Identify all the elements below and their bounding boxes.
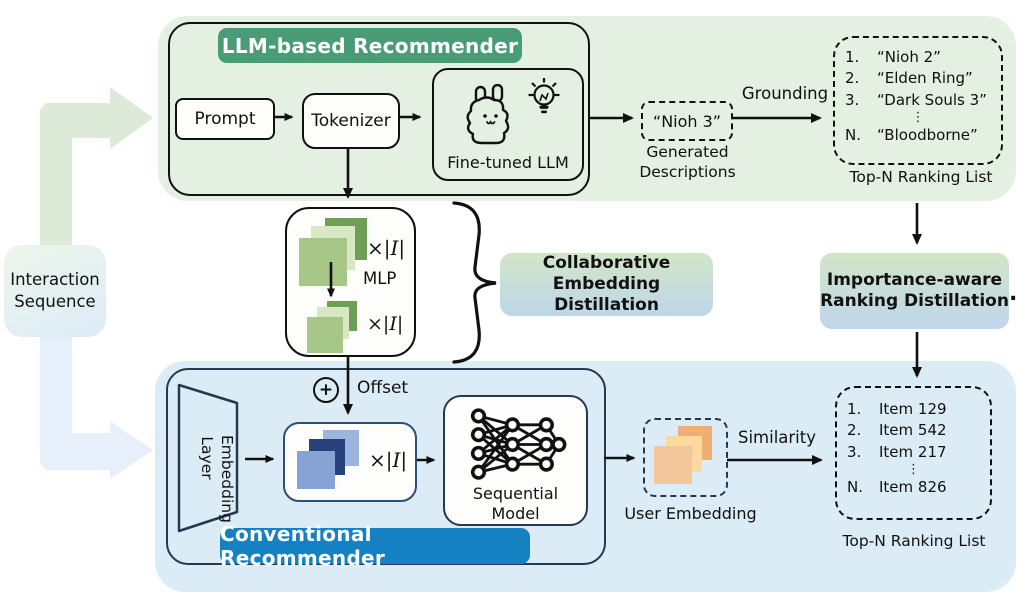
item-embedding-stack: [297, 430, 363, 494]
conventional-ranking-list-label: Top-N Ranking List: [842, 532, 986, 550]
lightbulb-icon: [528, 78, 560, 114]
rank-number: 3.: [847, 442, 862, 461]
grounding-label: Grounding: [741, 84, 829, 103]
prompt-box: Prompt: [175, 98, 275, 140]
rank-title: “Nioh 2”: [877, 48, 941, 66]
list-item: 2. Item 542: [847, 420, 980, 441]
conventional-recommender-title: Conventional Recommender: [220, 522, 530, 570]
distilled-embedding-stack: [307, 301, 363, 357]
llm-embedding-stack: [299, 218, 371, 290]
embedding-layer-label: Embedding Layer: [197, 435, 236, 523]
plus-circle-icon: +: [313, 377, 339, 403]
llama-icon: [466, 84, 510, 145]
importance-aware-ranking-distillation-label: Importance-aware Ranking Distillation: [820, 253, 1009, 329]
rank-title: Item 826: [879, 478, 947, 497]
finetuned-llm-box: Fine-tuned LLM: [432, 68, 584, 181]
similarity-label: Similarity: [737, 428, 816, 447]
tokenizer-box: Tokenizer: [302, 93, 400, 149]
offset-label: Offset: [357, 378, 409, 398]
conventional-pipeline-box: [166, 368, 606, 565]
generated-description-box: “Nioh 3”: [641, 101, 733, 141]
rank-title: Item 129: [879, 400, 947, 418]
sequential-model-label: Sequential Model: [472, 484, 559, 523]
stray-period: .: [1009, 281, 1018, 306]
interaction-sequence-box: Interaction Sequence: [4, 245, 106, 337]
item-count-multiplier: ×|I|: [369, 448, 408, 472]
ellipsis: ⋮: [907, 461, 920, 477]
neural-network-icon: [470, 408, 566, 480]
user-embedding-label: User Embedding: [624, 504, 757, 523]
distilled-embeddings-box: ×|I| MLP ×|I|: [285, 207, 416, 357]
ellipsis: ⋮: [911, 109, 925, 125]
conventional-ranking-list: 1. Item 129 2. Item 542 3. Item 217 ⋮ N.…: [835, 386, 992, 520]
interaction-to-llm-arrow: [40, 87, 153, 246]
rank-title: “Bloodborne”: [877, 126, 978, 145]
user-embedding-stack: [654, 426, 718, 488]
rank-title: “Elden Ring”: [877, 69, 973, 88]
user-embedding-box: [643, 418, 728, 497]
list-item: 1. “Nioh 2”: [845, 47, 991, 68]
rank-number: 1.: [845, 48, 860, 66]
finetuned-llm-label: Fine-tuned LLM: [447, 153, 569, 172]
rank-number: N.: [847, 478, 863, 497]
list-item: N. “Bloodborne”: [845, 125, 991, 146]
list-item: N. Item 826: [847, 477, 980, 498]
rank-number: 3.: [845, 90, 860, 109]
rank-number: N.: [845, 126, 861, 145]
rank-number: 2.: [845, 69, 860, 88]
list-item: 1. Item 129: [847, 399, 980, 420]
item-count-multiplier: ×|I|: [367, 236, 406, 260]
collaborative-embedding-distillation-label: Collaborative Embedding Distillation: [500, 253, 713, 316]
llm-recommender-title: LLM-based Recommender: [218, 28, 522, 63]
rank-title: Item 542: [879, 421, 947, 440]
generated-descriptions-label: Generated Descriptions: [639, 143, 736, 182]
rank-number: 2.: [847, 421, 862, 440]
item-count-multiplier: ×|I|: [367, 313, 404, 335]
list-item: 2. “Elden Ring”: [845, 68, 991, 89]
rank-number: 1.: [847, 400, 862, 418]
llm-pipeline-box: [168, 22, 590, 196]
sequential-model-box: Sequential Model: [443, 395, 588, 526]
mlp-label: MLP: [363, 269, 397, 288]
rank-title: Item 217: [879, 442, 947, 461]
interaction-to-conventional-arrow: [40, 336, 153, 479]
llm-ranking-list-label: Top-N Ranking List: [849, 168, 993, 186]
conventional-embedding-box: ×|I|: [283, 422, 417, 502]
list-item: 3. Item 217: [847, 442, 980, 463]
list-item: 3. “Dark Souls 3”: [845, 90, 991, 111]
llm-ranking-list: 1. “Nioh 2” 2. “Elden Ring” 3. “Dark Sou…: [833, 36, 1003, 165]
rank-title: “Dark Souls 3”: [877, 90, 987, 109]
